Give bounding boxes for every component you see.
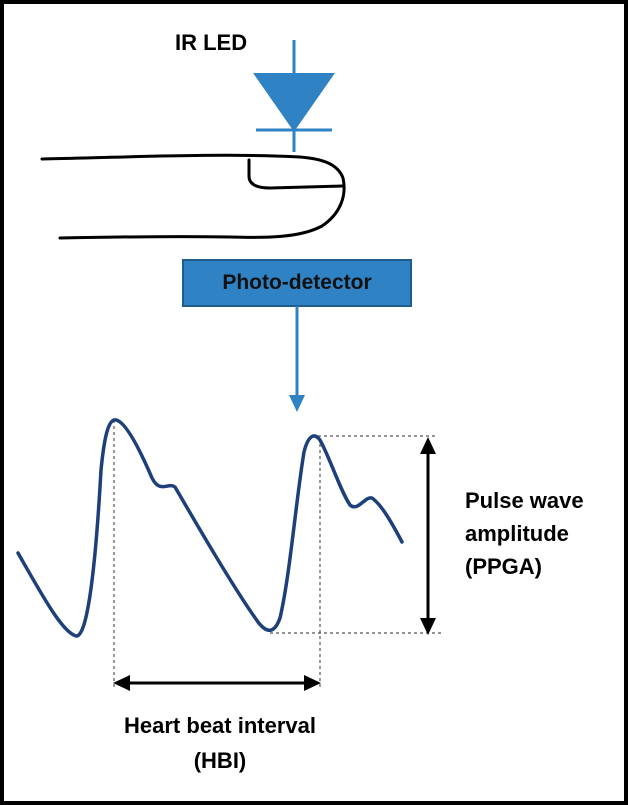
hbi-double-arrow — [113, 675, 321, 691]
ppga-label-line3: (PPGA) — [465, 554, 542, 579]
ppga-double-arrow — [420, 437, 436, 635]
ppga-arrow-head-top — [420, 437, 436, 454]
led-triangle — [253, 73, 335, 132]
ir-led-label: IR LED — [175, 30, 248, 55]
ir-led-diode-icon — [253, 40, 335, 152]
hbi-label-line2: (HBI) — [193, 748, 247, 773]
hbi-label: Heart beat interval (HBI) — [60, 708, 380, 778]
diagram-frame — [4, 4, 624, 801]
down-arrow-icon — [289, 306, 305, 412]
hbi-label-line1: Heart beat interval — [124, 713, 316, 738]
guide-lines — [113, 420, 444, 690]
ppga-label-line2: amplitude — [465, 521, 569, 546]
photo-detector-label: Photo-detector — [222, 271, 372, 294]
hbi-arrow-head-left — [113, 675, 130, 691]
arrow-head — [289, 395, 305, 412]
fingernail — [247, 158, 345, 190]
ppga-label-line1: Pulse wave — [465, 488, 584, 513]
ppga-arrow-head-bottom — [420, 618, 436, 635]
finger-contour — [40, 153, 346, 240]
ppga-label: Pulse wave amplitude (PPGA) — [465, 484, 584, 583]
ppg-waveform — [16, 418, 404, 638]
hbi-arrow-head-right — [304, 675, 321, 691]
finger-outline-icon — [40, 153, 346, 240]
